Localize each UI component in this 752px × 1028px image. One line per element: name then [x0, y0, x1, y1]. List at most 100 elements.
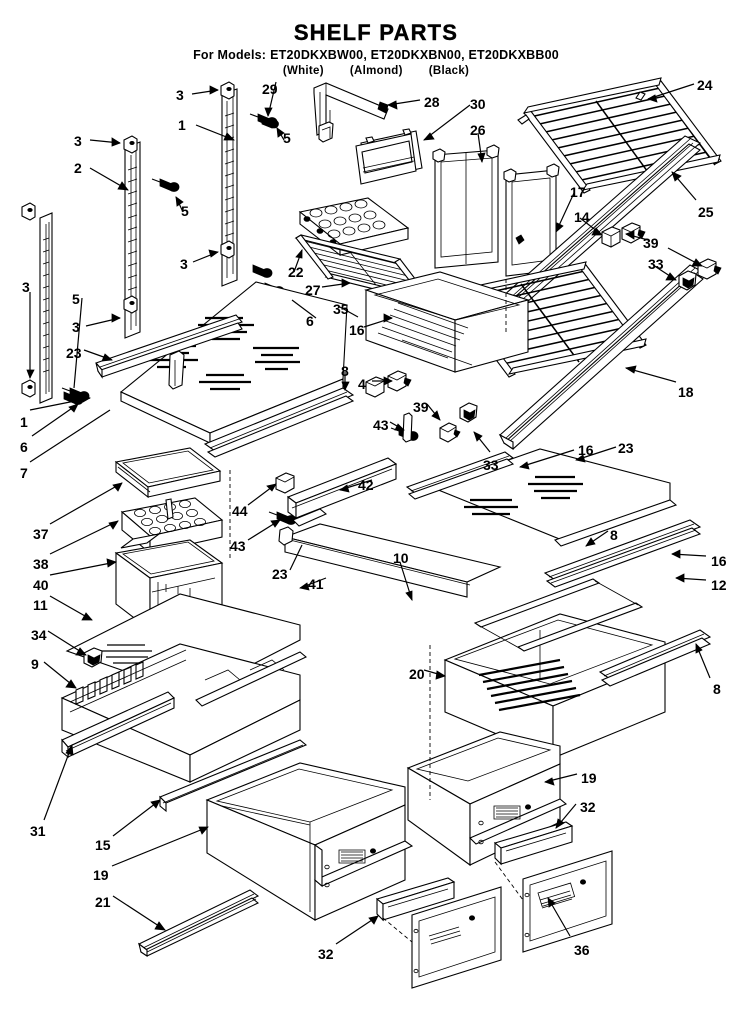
part-clip-39c — [388, 371, 411, 391]
callout-number-43: 43 — [373, 417, 389, 433]
callout-number-1: 1 — [178, 117, 186, 133]
callout-number-41: 41 — [308, 576, 324, 592]
callout-number-24: 24 — [697, 77, 713, 93]
callout-number-33: 33 — [648, 256, 664, 272]
color-white: (White) — [282, 65, 324, 77]
part-drawer-frame-9 — [62, 644, 306, 782]
callout-number-40: 40 — [33, 577, 49, 593]
part-screw-5b — [152, 179, 179, 192]
callout-number-16: 16 — [349, 322, 365, 338]
part-clip-3d — [124, 296, 137, 313]
callout-number-32: 32 — [318, 946, 334, 962]
part-egg-tray-22 — [300, 198, 408, 255]
callout-number-16: 16 — [578, 442, 594, 458]
callout-number-37: 37 — [33, 526, 49, 542]
models-label: For Models: — [193, 48, 267, 62]
callout-number-19: 19 — [581, 770, 597, 786]
part-rail-21 — [139, 890, 258, 956]
callout-number-28: 28 — [424, 94, 440, 110]
color-almond: (Almond) — [349, 65, 403, 77]
part-control-panel-bottom — [412, 887, 501, 988]
color-line: (White)(Almond)(Black) — [0, 65, 752, 77]
callout-number-35: 35 — [333, 301, 349, 317]
part-frame-17 — [504, 164, 559, 276]
callout-number-6: 6 — [20, 439, 28, 455]
part-rail-23c — [407, 452, 513, 499]
callout-number-27: 27 — [305, 282, 321, 298]
part-glass-shelf-16a — [121, 282, 353, 457]
model-numbers: ET20DKXBW00, ET20DKXBN00, ET20DKXBB00 — [270, 48, 559, 62]
title-block: SHELF PARTS For Models:ET20DKXBW00, ET20… — [0, 0, 752, 77]
part-rail-left — [40, 213, 52, 403]
callout-number-5: 5 — [283, 130, 291, 146]
part-clip-14 — [602, 227, 620, 247]
part-control-panel-32b — [377, 878, 454, 920]
callout-number-25: 25 — [698, 204, 714, 220]
part-pin-43 — [403, 413, 412, 442]
part-clip-3a — [22, 203, 35, 220]
callout-number-11: 11 — [33, 597, 48, 613]
callout-number-3: 3 — [176, 87, 184, 103]
callout-number-5: 5 — [181, 203, 189, 219]
callout-number-39: 39 — [643, 235, 659, 251]
callout-number-18: 18 — [678, 384, 694, 400]
part-clip-3e — [221, 82, 234, 99]
callout-number-39: 39 — [413, 399, 429, 415]
part-rail-23a — [96, 315, 242, 377]
part-clip-33b — [460, 403, 477, 422]
part-screw-6a — [253, 265, 272, 278]
callout-number-17: 17 — [570, 184, 586, 200]
callout-number-2: 2 — [74, 160, 82, 176]
part-trim-42 — [288, 458, 396, 518]
callout-number-3: 3 — [22, 279, 30, 295]
callout-number-32: 32 — [580, 799, 596, 815]
part-rail-15 — [160, 740, 306, 811]
part-lid-37 — [116, 448, 220, 497]
callout-number-8: 8 — [713, 681, 721, 697]
leader-lines — [27, 82, 710, 944]
callout-number-6: 6 — [306, 313, 314, 329]
part-clip-39d — [440, 423, 460, 442]
part-glass-shelf-16b — [431, 449, 676, 546]
part-clip-44 — [276, 473, 294, 493]
part-rail-23b — [293, 509, 326, 526]
callout-number-38: 38 — [33, 556, 49, 572]
callout-number-1: 1 — [20, 414, 28, 430]
callout-number-16: 16 — [711, 553, 727, 569]
callout-number-7: 7 — [20, 465, 28, 481]
callout-number-23: 23 — [618, 440, 634, 456]
part-clip-33a — [679, 271, 696, 290]
callout-number-12: 12 — [711, 577, 727, 593]
callout-number-43: 43 — [230, 538, 246, 554]
callout-number-8: 8 — [341, 363, 349, 379]
part-rail-middle — [125, 142, 140, 338]
model-line: For Models:ET20DKXBW00, ET20DKXBN00, ET2… — [0, 48, 752, 62]
part-clip-3f — [221, 241, 234, 258]
callout-number-36: 36 — [574, 942, 590, 958]
callout-number-29: 29 — [262, 81, 278, 97]
part-frame-panel-30 — [356, 129, 422, 184]
part-shelf-frame-10 — [279, 524, 500, 597]
callout-number-22: 22 — [288, 264, 304, 280]
page-title: SHELF PARTS — [293, 20, 459, 45]
callout-number-8: 8 — [610, 527, 618, 543]
part-crisper-left-19 — [207, 763, 412, 920]
callout-number-5: 5 — [72, 291, 80, 307]
part-clip-34 — [84, 648, 102, 667]
callout-number-23: 23 — [66, 345, 82, 361]
callout-number-3: 3 — [180, 256, 188, 272]
callout-number-20: 20 — [409, 666, 425, 682]
callout-number-23: 23 — [272, 566, 288, 582]
part-slide-rail-8 — [600, 630, 710, 686]
part-trim-18 — [500, 265, 703, 449]
callout-number-9: 9 — [31, 656, 39, 672]
part-control-panel-32a — [495, 822, 572, 864]
callout-number-14: 14 — [574, 209, 590, 225]
part-frame-26 — [433, 145, 499, 268]
callout-number-26: 26 — [470, 122, 486, 138]
part-bin-35 — [366, 272, 528, 372]
callout-number-15: 15 — [95, 837, 111, 853]
callout-number-3: 3 — [74, 133, 82, 149]
